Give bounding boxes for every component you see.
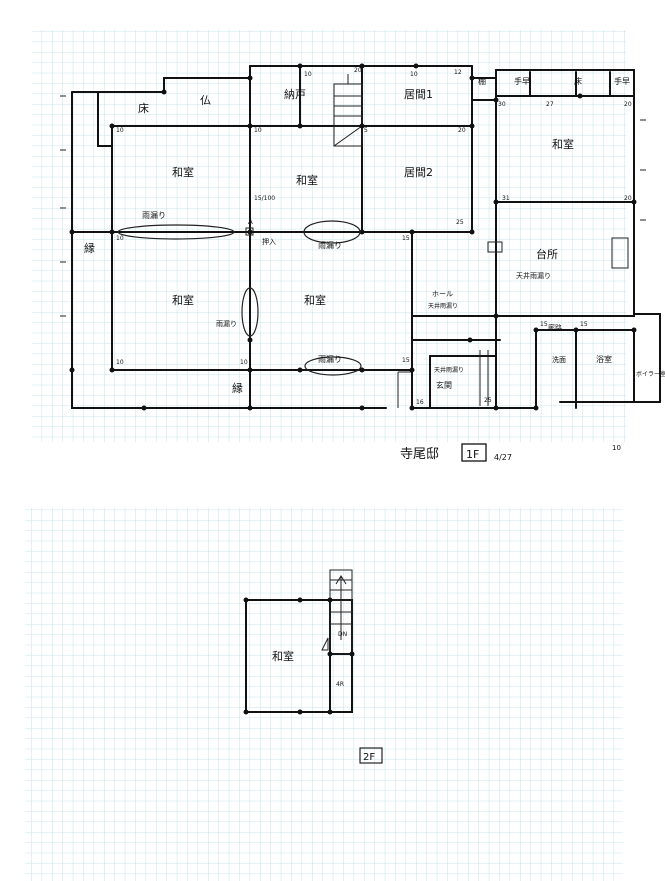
dim-number: 15 (402, 357, 410, 364)
dim-number: 20 (354, 67, 362, 74)
room-label: 仏 (200, 94, 211, 107)
leak-label: 天井雨漏り (428, 302, 458, 310)
leak-label: 雨漏り (216, 319, 237, 328)
ratio-note: 15/100 (254, 195, 275, 202)
room-labels-1f: 床 仏 納戸 居間1 居間2 和室 和室 和室 和室 和室 台所 縁 縁 ホール… (84, 76, 665, 395)
room-label: ホール (432, 290, 453, 298)
room-label: 縁 (232, 381, 243, 395)
dim-number: 10 (254, 127, 262, 134)
dim-number: 20 (624, 101, 632, 108)
date-note: 4/27 (494, 453, 512, 462)
dim-number: 25 (456, 219, 464, 226)
dimension-ticks (60, 95, 646, 317)
dim-number: 27 (546, 101, 554, 108)
dim-number: 10 (116, 359, 124, 366)
dim-number: 16 (416, 399, 424, 406)
dim-number: 31 (502, 195, 510, 202)
room-label: 手早 (614, 76, 630, 86)
room-label: 浴室 (596, 354, 612, 364)
room-label: 居間1 (404, 88, 433, 101)
leak-labels: 雨漏り 雨漏り 雨漏り 雨漏り 天井雨漏り 天井雨漏り 天井雨漏り (142, 210, 551, 374)
room-label: ボイラー室 (636, 370, 665, 378)
room-label: 廊路 (548, 323, 562, 332)
dim-number: 10 (240, 359, 248, 366)
title-block-1f: 寺尾邸 1F 4/27 10 (400, 443, 621, 462)
room-label: 洗面 (552, 355, 566, 364)
room-label: 玄関 (436, 380, 452, 390)
dimension-numbers: 10 10 10 20 10 12 30 27 20 5 20 25 31 20… (116, 67, 632, 406)
dim-number: 20 (458, 127, 466, 134)
dim-number: 10 (304, 71, 312, 78)
corner-mark: 10 (612, 444, 621, 452)
leak-label: 雨漏り (142, 210, 166, 220)
dim-number: 10 (410, 71, 418, 78)
room-label: 納戸 (284, 88, 306, 101)
floor-tag-box (461, 443, 487, 462)
room-label: 床 (138, 101, 149, 115)
dim-number: 30 (498, 101, 506, 108)
room-label: 棚 (478, 76, 486, 86)
floor-tag-1f: 1F (466, 448, 479, 461)
floor-tag-box-2f (359, 747, 383, 764)
dn-label: DN (338, 631, 347, 638)
leak-ellipses (117, 220, 629, 376)
dim-number: 5 (364, 127, 368, 134)
small-note: 押入 (262, 237, 276, 246)
dim-number: 15 (540, 321, 548, 328)
room-label: 和室 (296, 173, 318, 187)
room-label: 台所 (536, 247, 558, 261)
labels-2f: 和室 DN 4R 2F (272, 631, 383, 764)
r-label: 4R (336, 681, 344, 688)
dim-number: 25 (484, 397, 492, 404)
room-label: 居間2 (404, 166, 433, 179)
dim-number: 15 (402, 235, 410, 242)
marker-a: A (248, 218, 253, 226)
dim-number: 15 (580, 321, 588, 328)
posts (69, 63, 637, 411)
room-label: 手早 (514, 76, 530, 86)
room-label: 和室 (304, 293, 326, 307)
floor-tag-2f: 2F (363, 752, 375, 763)
room-label: 和室 (172, 293, 194, 307)
leak-label: 雨漏り (318, 240, 342, 250)
dim-number: 10 (116, 235, 124, 242)
leak-label: 天井雨漏り (434, 366, 464, 374)
dim-number: 10 (116, 127, 124, 134)
room-label-2f: 和室 (272, 649, 294, 663)
plan-2f-walls (243, 569, 355, 715)
owner-name: 寺尾邸 (400, 447, 439, 462)
room-label: 床 (574, 76, 582, 86)
leak-label: 天井雨漏り (516, 271, 551, 280)
leak-label: 雨漏り (318, 354, 342, 364)
staircase-1f (333, 74, 363, 147)
room-label: 縁 (84, 241, 95, 255)
dim-number: 12 (454, 69, 462, 76)
grid-sheet-2 (25, 508, 623, 881)
room-label: 和室 (552, 137, 574, 151)
dim-number: 20 (624, 195, 632, 202)
room-label: 和室 (172, 165, 194, 179)
